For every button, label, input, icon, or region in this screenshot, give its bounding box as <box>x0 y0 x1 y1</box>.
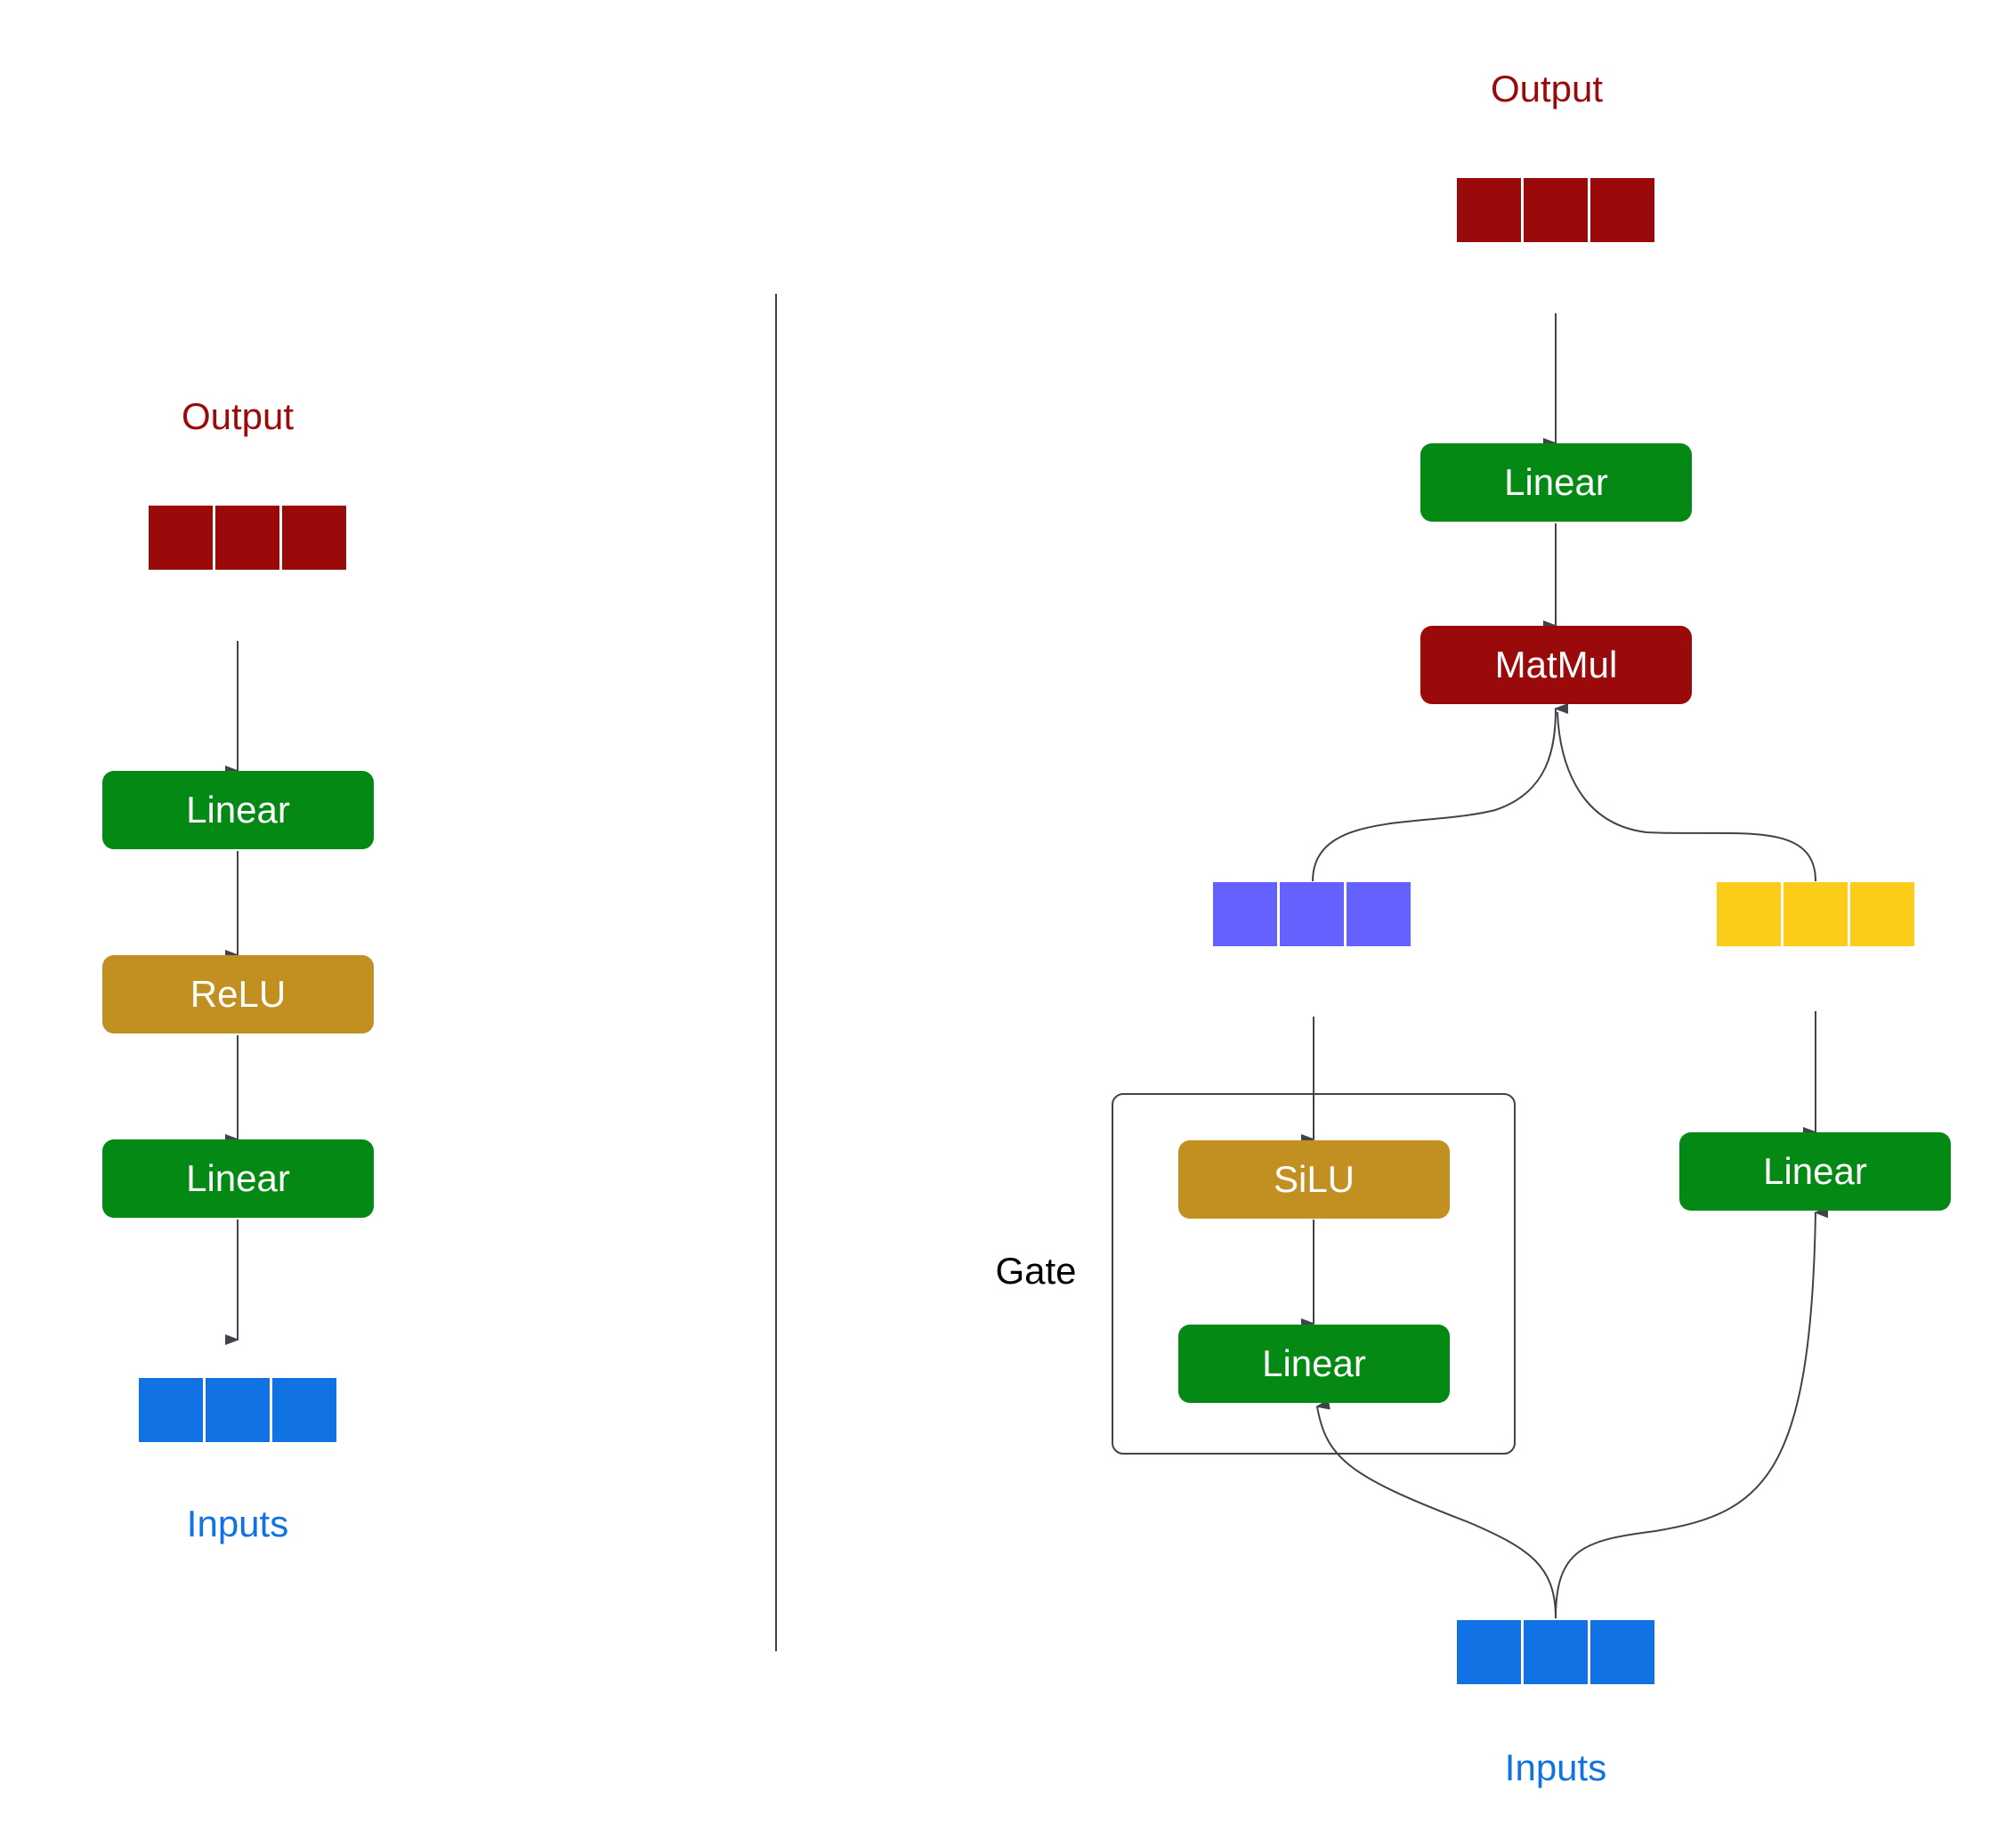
right-inputs-label: Inputs <box>1504 1747 1607 1788</box>
right-curve-input-to-gate <box>1315 1398 1557 1619</box>
right-up-linear: Linear <box>1679 1132 1951 1211</box>
right-linear-out: Linear <box>1420 443 1692 522</box>
left-relu: ReLU <box>102 955 374 1033</box>
right-curve-input-to-up <box>1555 1207 1829 1619</box>
right-silu: SiLU <box>1178 1140 1450 1219</box>
left-output-tensor <box>149 506 346 570</box>
left-inputs-label: Inputs <box>186 1503 289 1544</box>
gate-label: Gate <box>995 1250 1077 1292</box>
tensor-cell <box>1850 882 1914 946</box>
tensor-cell <box>1784 882 1848 946</box>
tensor-cell <box>1590 1620 1654 1684</box>
right-output-tensor <box>1457 178 1654 242</box>
right-input-tensor <box>1457 1620 1654 1684</box>
tensor-cell <box>1524 1620 1588 1684</box>
tensor-cell <box>1347 882 1411 946</box>
tensor-cell <box>139 1378 203 1442</box>
tensor-cell <box>282 506 346 570</box>
right-gate-linear: Linear <box>1178 1325 1450 1403</box>
tensor-cell <box>1457 178 1521 242</box>
tensor-cell <box>1213 882 1277 946</box>
right-curve-gate-to-matmul <box>1312 703 1569 882</box>
tensor-cell <box>1457 1620 1521 1684</box>
tensor-cell <box>1717 882 1781 946</box>
tensor-cell <box>1280 882 1344 946</box>
gate-group-box <box>1112 1093 1516 1455</box>
left-input-tensor <box>139 1378 336 1442</box>
right-gate-tensor <box>1213 882 1411 946</box>
right-output-label: Output <box>1490 68 1604 109</box>
tensor-cell <box>206 1378 270 1442</box>
left-output-label: Output <box>181 395 295 437</box>
right-up-tensor <box>1717 882 1914 946</box>
tensor-cell <box>1590 178 1654 242</box>
left-linear-bottom: Linear <box>102 1139 374 1218</box>
right-curve-up-to-matmul <box>1557 711 1816 882</box>
tensor-cell <box>1524 178 1588 242</box>
tensor-cell <box>149 506 213 570</box>
left-linear-top: Linear <box>102 771 374 849</box>
tensor-cell <box>215 506 279 570</box>
tensor-cell <box>272 1378 336 1442</box>
right-matmul: MatMul <box>1420 626 1692 704</box>
